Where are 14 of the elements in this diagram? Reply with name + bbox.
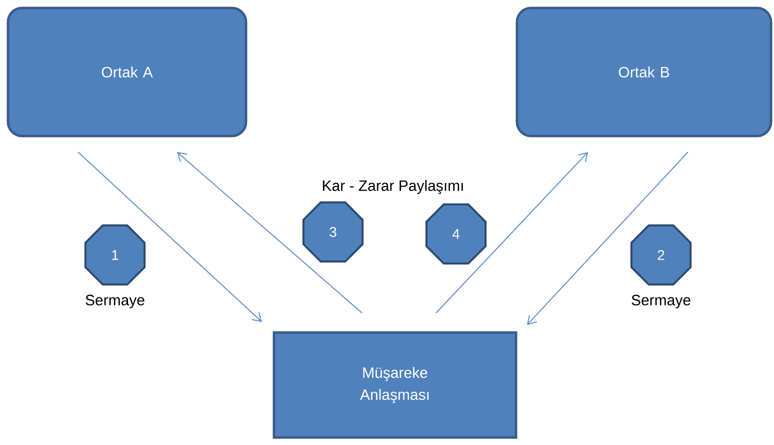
caption-text: Sermaye (86, 294, 144, 308)
step-octagon: 1 (84, 224, 146, 286)
agreement-box: Müşareke Anlaşması (272, 331, 518, 439)
partner-box: Ortak A (6, 6, 248, 138)
caption-text: Sermaye (632, 294, 690, 308)
label-text: Kar - Zarar Paylaşımı (322, 180, 463, 194)
partner-box: Ortak B (516, 6, 772, 138)
arrow (78, 152, 262, 322)
step-octagon: 3 (302, 201, 364, 263)
step-octagon: 4 (425, 203, 487, 265)
arrow (177, 152, 362, 314)
arrow (527, 152, 688, 325)
arrow (436, 152, 588, 314)
step-octagon: 2 (630, 224, 692, 286)
